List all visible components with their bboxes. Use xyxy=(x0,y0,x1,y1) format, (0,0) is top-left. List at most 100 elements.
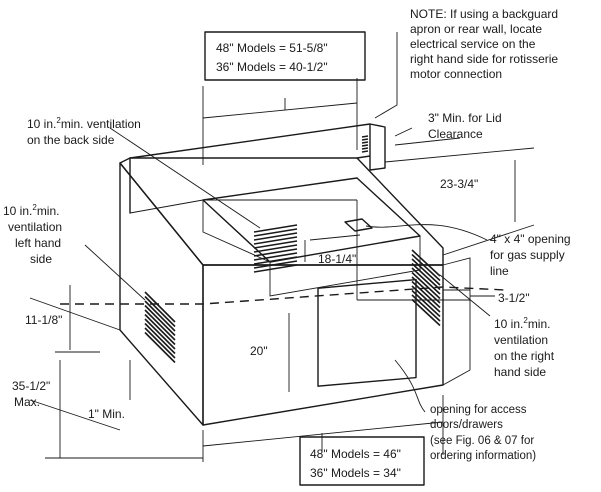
vent-right-line-2: ventilation xyxy=(494,333,548,347)
vent-left-line-2: ventilation xyxy=(8,220,62,234)
vent-backguard-slat xyxy=(361,147,369,150)
bottom-width-frame xyxy=(299,436,425,486)
vent-left-line-3: left hand xyxy=(15,236,61,250)
bottom-width-line-1: 48" Models = 46" xyxy=(310,447,401,461)
lid-clearance-line-1: 3" Min. for Lid xyxy=(428,111,502,125)
vent-left-slat xyxy=(144,300,176,332)
access-opening-line-3: (see Fig. 06 & 07 for xyxy=(430,435,534,447)
dim-cutout-height-above: 11-1/8" xyxy=(25,313,62,327)
vent-backguard-slat xyxy=(361,144,369,147)
vent-right-line-4: hand side xyxy=(494,365,546,379)
vent-left xyxy=(144,291,176,364)
dim-total-height: 35-1/2" xyxy=(12,379,50,393)
vent-left-sup: 2 xyxy=(32,203,37,212)
vent-left-slat xyxy=(144,313,176,346)
dim-grill-cutout-depth: 18-1/4" xyxy=(318,252,356,266)
vent-right-min: min. xyxy=(528,317,551,331)
svg-text:10 in.2min.: 10 in.2min. xyxy=(494,316,550,331)
vent-right-slat xyxy=(411,258,441,286)
vent-left-slat xyxy=(144,318,176,350)
vent-left-min: min. xyxy=(37,204,60,218)
lid-clearance-line-2: Clearance xyxy=(428,127,483,141)
vent-left-slat xyxy=(144,304,176,337)
vent-back xyxy=(253,224,298,273)
gas-opening-line-2: for gas supply xyxy=(490,248,565,262)
dimension-lines xyxy=(29,78,535,462)
bottom-width-line-2: 36" Models = 34" xyxy=(310,466,401,480)
cutout-dashed-line xyxy=(60,286,506,305)
electrical-note: NOTE: If using a backguard apron or rear… xyxy=(410,7,558,81)
vent-left-label: 10 in.2min. ventilation left hand side xyxy=(3,203,62,266)
counter-top xyxy=(119,157,444,266)
vent-right-slat xyxy=(411,276,441,304)
dim-depth: 23-3/4" xyxy=(440,177,478,191)
note-line-3: electrical service on the xyxy=(410,37,536,51)
vent-right xyxy=(411,249,441,327)
vent-right-label: 10 in.2min. ventilation on the right han… xyxy=(494,316,555,379)
top-width-frame xyxy=(204,31,366,81)
note-line-2: apron or rear wall, locate xyxy=(410,22,542,36)
note-line-5: motor connection xyxy=(410,67,502,81)
vent-back-slat xyxy=(253,232,298,241)
vent-back-slat xyxy=(253,252,298,261)
gas-opening-line-3: line xyxy=(490,264,509,278)
vent-right-slat xyxy=(411,289,441,318)
vent-left-slat xyxy=(144,327,176,359)
backguard-edge xyxy=(129,199,357,214)
note-line-1: NOTE: If using a backguard xyxy=(410,7,558,21)
vent-back-line-2: on the back side xyxy=(27,133,115,147)
access-opening-line-1: opening for access xyxy=(430,404,527,416)
dim-total-height-qualifier: Max. xyxy=(14,395,40,409)
svg-text:10 in.2min. ventilation: 10 in.2min. ventilation xyxy=(27,116,141,131)
vent-left-slat xyxy=(144,309,176,341)
vent-left-slat xyxy=(144,331,176,364)
gas-opening-label: 4" x 4" opening for gas supply line xyxy=(490,232,571,278)
grill-cutout-inner xyxy=(202,200,421,297)
vent-back-slat xyxy=(253,224,298,233)
vent-back-slat xyxy=(253,240,298,249)
vent-right-slat xyxy=(411,253,441,282)
vent-right-sup: 2 xyxy=(523,316,528,325)
top-width-line-1: 48" Models = 51-5/8" xyxy=(216,41,328,55)
vent-right-line-3: on the right xyxy=(494,349,555,363)
svg-text:10 in.2min.: 10 in.2min. xyxy=(3,203,59,218)
vent-right-slat xyxy=(411,271,441,300)
vent-right-slat xyxy=(411,262,441,291)
vent-back-slat xyxy=(253,260,298,269)
vent-back-slat xyxy=(253,264,298,273)
top-width-line-2: 36" Models = 40-1/2" xyxy=(216,60,328,74)
vent-right-slat xyxy=(411,298,441,327)
access-opening-label: opening for access doors/drawers (see Fi… xyxy=(430,404,536,462)
gas-opening-box xyxy=(344,218,373,232)
vent-backguard-slat xyxy=(361,150,369,153)
dim-access-height: 20" xyxy=(250,344,268,358)
vent-left-slat xyxy=(144,295,176,328)
vent-right-slat xyxy=(411,249,441,277)
gas-line xyxy=(365,224,488,241)
vent-backguard-slat xyxy=(361,141,369,144)
vent-right-slat xyxy=(411,267,441,295)
vent-left-qty: 10 in. xyxy=(3,204,32,218)
vent-back-slat xyxy=(253,244,298,253)
vent-right-slat xyxy=(411,280,441,309)
vent-left-slat xyxy=(144,322,176,355)
dim-bottom-clearance: 1" Min. xyxy=(88,407,125,421)
lid-clearance-label: 3" Min. for Lid Clearance xyxy=(428,111,502,141)
vent-backguard-slat xyxy=(361,135,369,138)
vent-backguard xyxy=(361,135,369,153)
vent-back-slat xyxy=(253,256,298,265)
note-line-4: right hand side for rotisserie xyxy=(410,52,558,66)
vent-back-label: 10 in.2min. ventilation on the back side xyxy=(27,116,141,147)
vent-back-slat xyxy=(253,248,298,257)
access-opening xyxy=(317,278,417,387)
vent-back-min: min. ventilation xyxy=(61,117,141,131)
access-opening-line-4: ordering information) xyxy=(430,450,536,462)
vent-right-qty: 10 in. xyxy=(494,317,523,331)
vent-back-slat xyxy=(253,236,298,245)
access-opening-line-2: doors/drawers xyxy=(430,419,503,431)
vent-left-slat xyxy=(144,291,176,323)
vent-backguard-slat xyxy=(361,138,369,141)
dim-side-offset: 3-1/2" xyxy=(498,291,530,305)
